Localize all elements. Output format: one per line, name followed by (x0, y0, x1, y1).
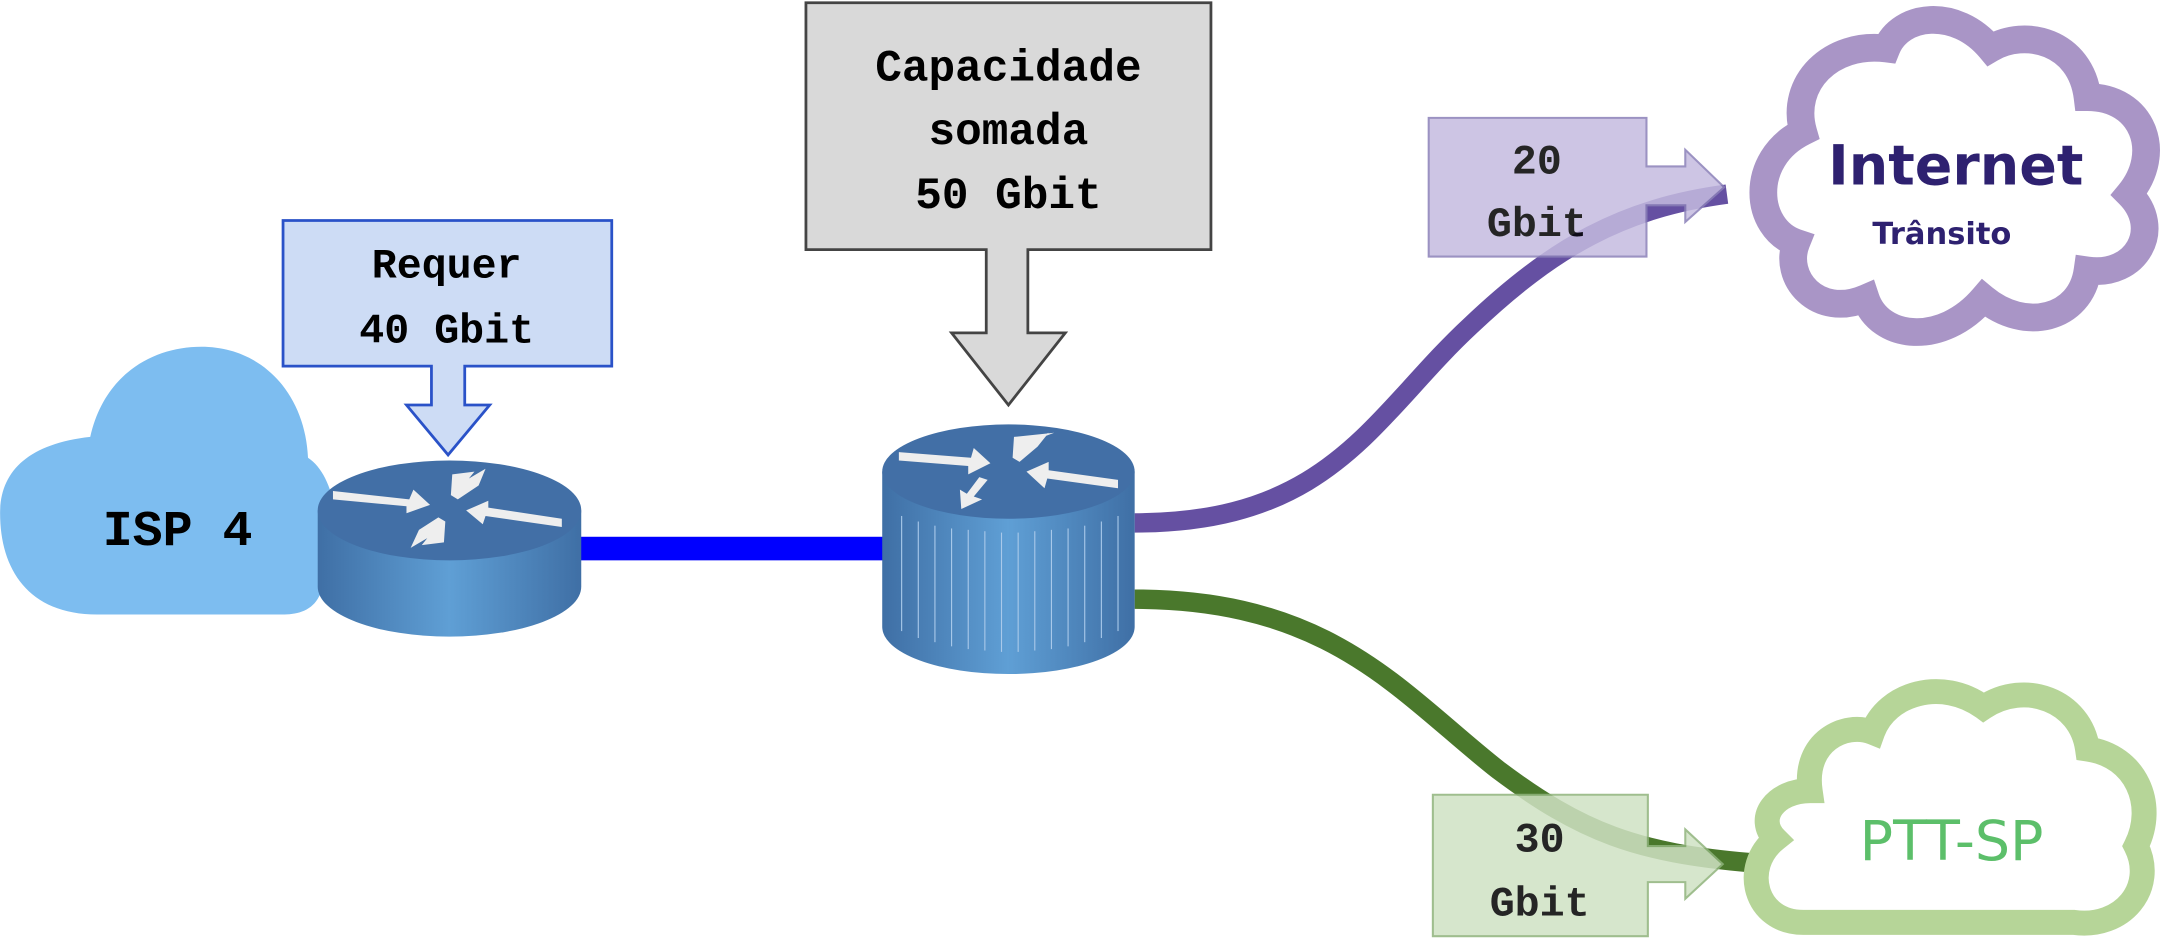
internet-title: Internet (1828, 134, 2083, 198)
ptt-capacity-line1: 30 (1515, 818, 1565, 865)
ptt-label: PTT-SP (1860, 810, 2044, 874)
requirement-callout: Requer 40 Gbit (281, 219, 614, 458)
ptt-cloud: PTT-SP (1743, 679, 2157, 936)
transit-capacity-line1: 20 (1512, 139, 1562, 186)
requirement-line1: Requer (372, 243, 522, 290)
internet-subtitle: Trânsito (1872, 217, 2011, 252)
uplink-line (575, 536, 888, 561)
requirement-line2: 40 Gbit (359, 309, 534, 356)
capacity-line3: 50 Gbit (915, 172, 1101, 222)
transit-capacity-label: 20 Gbit (1427, 116, 1726, 258)
core-router-icon (882, 424, 1135, 675)
isp-cloud: ISP 4 (0, 346, 337, 615)
capacity-line1: Capacidade (875, 44, 1141, 94)
ptt-capacity-label: 30 Gbit (1431, 793, 1725, 938)
transit-capacity-line2: Gbit (1487, 202, 1587, 249)
isp-label: ISP 4 (103, 503, 253, 560)
internet-cloud: Internet Trânsito (1749, 6, 2160, 346)
edge-router-icon (317, 460, 582, 637)
ptt-capacity-line2: Gbit (1490, 881, 1590, 928)
capacity-line2: somada (929, 108, 1089, 158)
capacity-callout: Capacidade somada 50 Gbit (804, 1, 1213, 408)
